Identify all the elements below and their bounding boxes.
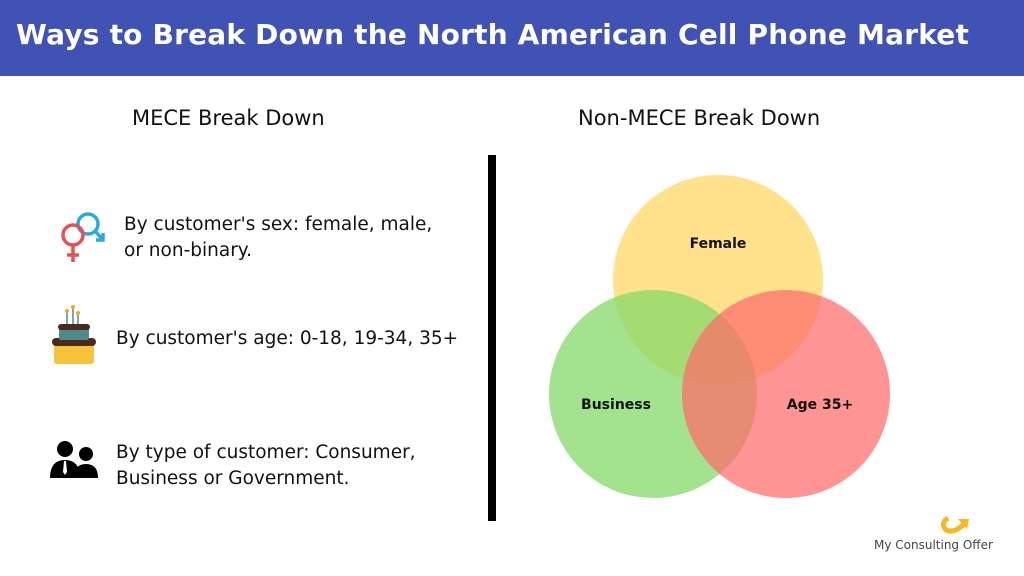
venn-circle-age	[682, 290, 890, 498]
item-text-line: By customer's age: 0-18, 19-34, 35+	[116, 328, 459, 349]
divider	[488, 155, 496, 521]
item-text-line: or non-binary.	[124, 240, 252, 261]
page-title: Ways to Break Down the North American Ce…	[16, 18, 970, 51]
item-text-line: By customer's sex: female, male,	[124, 214, 433, 235]
venn-label-age: Age 35+	[787, 397, 853, 413]
mece-item-age: By customer's age: 0-18, 19-34, 35+	[116, 326, 458, 352]
brand-logo-icon	[940, 515, 969, 534]
non-mece-heading: Non-MECE Break Down	[578, 106, 821, 130]
mece-item-customer-type: By type of customer: Consumer, Business …	[116, 440, 416, 492]
gender-symbols-icon	[61, 212, 105, 262]
item-text-line: Business or Government.	[116, 468, 350, 489]
venn-diagram: Female Business Age 35+	[549, 175, 890, 498]
venn-label-business: Business	[581, 397, 651, 413]
brand-name: My Consulting Offer	[874, 538, 993, 552]
header-bar: Ways to Break Down the North American Ce…	[0, 0, 1024, 76]
mece-heading: MECE Break Down	[132, 106, 325, 130]
mece-item-sex: By customer's sex: female, male, or non-…	[124, 212, 432, 264]
business-people-icon	[50, 441, 98, 478]
item-text-line: By type of customer: Consumer,	[116, 442, 416, 463]
venn-label-female: Female	[690, 236, 747, 252]
birthday-cake-icon	[52, 305, 96, 364]
